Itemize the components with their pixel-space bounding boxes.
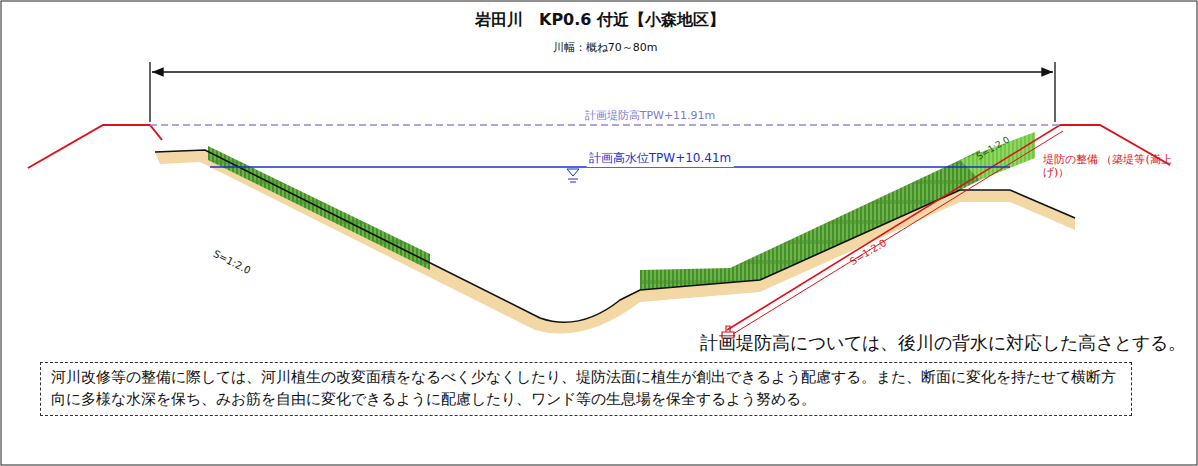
vegetation <box>960 132 1035 180</box>
slope-label: S=1:2.0 <box>975 134 1011 161</box>
dimension-tick <box>1054 62 1055 122</box>
levee-slope <box>727 125 1060 330</box>
dimension-label: 堤防の整備 （築堤等(嵩上げ)） <box>1043 153 1173 179</box>
planned-levee-height-line <box>150 124 1060 125</box>
dimension-tick <box>149 62 150 122</box>
slope-label: S=1:2.0 <box>212 248 253 276</box>
note-text: 計画堤防高については、後川の背水に対応した高さとする。 <box>700 331 1186 355</box>
diagram-title: 岩田川 KP0.6 付近【小森地区】 <box>475 10 725 31</box>
soil <box>155 150 1075 334</box>
dimension-label: 計画堤防高TPW+11.91m <box>583 108 718 123</box>
levee-left <box>28 125 162 168</box>
note-body: 河川改修等の整備に際しては、河川植生の改変面積をなるべく少なくしたり、堤防法面に… <box>51 367 1121 411</box>
vegetation <box>640 150 980 290</box>
water-symbol <box>567 169 579 182</box>
note-box: 河川改修等の整備に際しては、河川植生の改変面積をなるべく少なくしたり、堤防法面に… <box>40 362 1132 416</box>
dimension-line <box>152 71 1053 72</box>
dimension-label: 計画高水位TPW+10.41m <box>587 150 734 167</box>
ground-line <box>155 150 1075 322</box>
slope-label: S=1:2.0 <box>848 237 888 267</box>
levee-slope <box>733 131 1063 334</box>
dimension-label: 川幅：概ね70～80m <box>553 40 658 55</box>
